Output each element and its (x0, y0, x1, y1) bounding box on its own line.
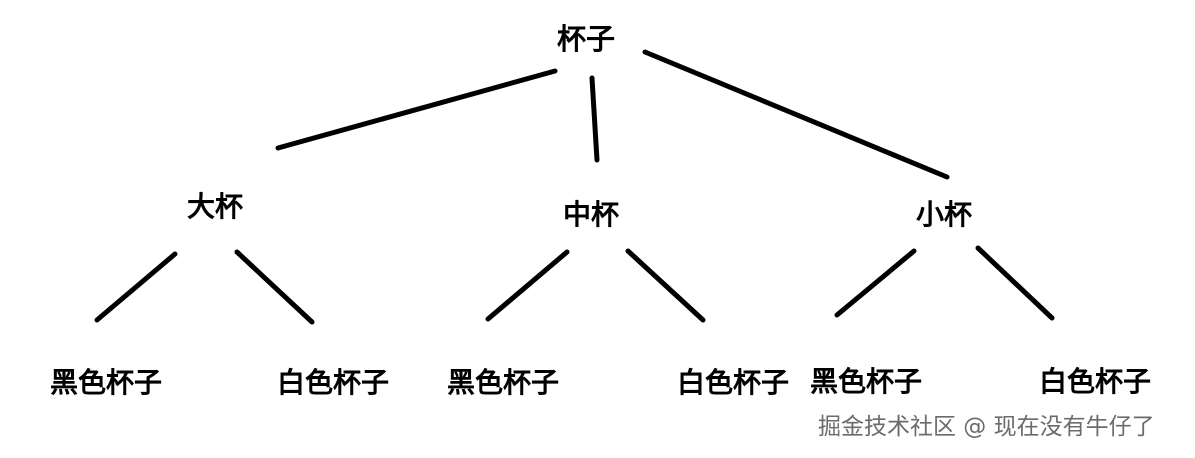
node-small-cup: 小杯 (916, 198, 973, 231)
edge-big-to-white (234, 249, 315, 325)
edge-medium-to-black (485, 249, 570, 322)
edge-root-to-medium (589, 75, 600, 163)
edge-root-to-small (642, 49, 950, 180)
edge-small-to-black (834, 248, 917, 318)
node-small-white-cup: 白色杯子 (1039, 365, 1152, 398)
node-root-cup: 杯子 (557, 22, 616, 56)
node-medium-black-cup: 黑色杯子 (447, 366, 560, 399)
watermark-text: 掘金技术社区 @ 现在没有牛仔了 (818, 414, 1155, 440)
node-small-black-cup: 黑色杯子 (810, 365, 923, 398)
node-medium-white-cup: 白色杯子 (677, 366, 790, 399)
edge-big-to-black (94, 251, 178, 323)
node-medium-cup: 中杯 (563, 198, 620, 231)
edge-medium-to-white (625, 248, 706, 323)
edge-root-to-big (275, 68, 558, 151)
node-large-white-cup: 白色杯子 (277, 366, 390, 399)
node-large-cup: 大杯 (187, 190, 244, 223)
edge-small-to-white (975, 245, 1055, 321)
node-large-black-cup: 黑色杯子 (50, 366, 163, 399)
